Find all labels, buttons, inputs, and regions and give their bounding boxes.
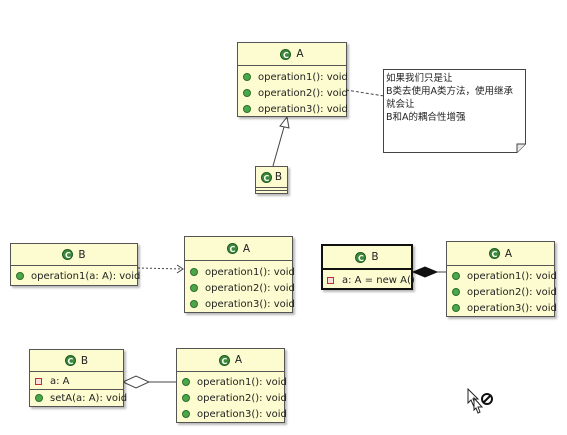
note-line: B和A的耦合性增强 bbox=[386, 112, 466, 123]
field-label: a: A = new A() bbox=[342, 274, 415, 286]
not-allowed-cursor-icon bbox=[467, 388, 493, 414]
public-method-icon bbox=[190, 284, 198, 292]
dependency-arrow bbox=[137, 264, 184, 274]
class-icon: C bbox=[260, 171, 272, 183]
class-name: A bbox=[504, 247, 513, 260]
private-field-icon bbox=[327, 276, 334, 284]
public-method-icon bbox=[243, 105, 251, 113]
class-separator bbox=[30, 389, 123, 390]
method-label: operation1(): void bbox=[467, 270, 557, 282]
method-row[interactable]: operation2(): void bbox=[177, 390, 287, 406]
aggregation-connector bbox=[121, 375, 176, 389]
public-method-icon bbox=[452, 304, 460, 312]
method-row[interactable]: operation1(): void bbox=[447, 268, 557, 284]
method-label: operation3(): void bbox=[205, 298, 295, 310]
method-label: operation1(): void bbox=[197, 376, 287, 388]
note-anchor-line bbox=[345, 89, 385, 97]
public-method-icon bbox=[452, 272, 460, 280]
note-line: 如果我们只是让 bbox=[386, 73, 453, 84]
field-row[interactable]: a: A bbox=[30, 373, 123, 389]
method-label: operation2(): void bbox=[258, 87, 348, 99]
method-label: operation1(a: A): void bbox=[31, 270, 141, 282]
method-label: operation1(): void bbox=[258, 71, 348, 83]
class-icon: C bbox=[62, 249, 74, 260]
class-name: A bbox=[242, 242, 251, 255]
note[interactable]: 如果我们只是让 B类去使用A类方法，使用继承 就会让 B和A的耦合性增强 bbox=[383, 69, 526, 153]
public-method-icon bbox=[182, 378, 190, 386]
public-method-icon bbox=[16, 272, 24, 280]
method-label: setA(a: A): void bbox=[50, 392, 128, 404]
composition-connector bbox=[411, 266, 446, 278]
field-label: a: A bbox=[50, 375, 70, 387]
method-row[interactable]: operation3(): void bbox=[185, 296, 295, 312]
method-row[interactable]: operation2(): void bbox=[185, 280, 295, 296]
public-method-icon bbox=[243, 89, 251, 97]
public-method-icon bbox=[452, 288, 460, 296]
public-method-icon bbox=[243, 73, 251, 81]
method-row[interactable]: operation1(): void bbox=[177, 374, 287, 390]
method-label: operation3(): void bbox=[467, 302, 557, 314]
class-name: A bbox=[234, 354, 243, 366]
method-label: operation3(): void bbox=[258, 103, 348, 115]
class-name: A bbox=[296, 48, 304, 60]
note-line: 就会让 bbox=[386, 99, 415, 110]
method-row[interactable]: setA(a: A): void bbox=[30, 390, 127, 406]
class-icon: C bbox=[280, 48, 292, 60]
public-method-icon bbox=[182, 410, 190, 418]
method-row[interactable]: operation1(): void bbox=[185, 264, 295, 280]
method-label: operation2(): void bbox=[467, 286, 557, 298]
class-separator bbox=[256, 190, 287, 191]
method-row[interactable]: operation3(): void bbox=[447, 300, 557, 316]
class-name: B bbox=[371, 251, 379, 263]
method-row[interactable]: operation2(): void bbox=[238, 85, 348, 101]
method-row[interactable]: operation1(a: A): void bbox=[11, 268, 141, 284]
class-icon: C bbox=[218, 354, 230, 366]
field-row[interactable]: a: A = new A() bbox=[323, 272, 415, 288]
method-row[interactable]: operation1(): void bbox=[238, 69, 348, 85]
method-row[interactable]: operation3(): void bbox=[238, 101, 348, 117]
public-method-icon bbox=[190, 268, 198, 276]
method-label: operation2(): void bbox=[197, 392, 287, 404]
class-icon: C bbox=[355, 251, 367, 263]
inheritance-arrow bbox=[272, 115, 290, 167]
class-name: B bbox=[78, 248, 86, 261]
public-method-icon bbox=[35, 394, 43, 402]
method-row[interactable]: operation3(): void bbox=[177, 406, 287, 422]
method-row[interactable]: operation2(): void bbox=[447, 284, 557, 300]
method-label: operation3(): void bbox=[197, 408, 287, 420]
class-name: B bbox=[80, 354, 89, 367]
public-method-icon bbox=[182, 394, 190, 402]
public-method-icon bbox=[190, 300, 198, 308]
class-icon: C bbox=[488, 248, 500, 259]
class-icon: C bbox=[226, 243, 238, 254]
class-name: B bbox=[274, 171, 283, 183]
note-text: 如果我们只是让 B类去使用A类方法，使用继承 就会让 B和A的耦合性增强 bbox=[386, 72, 524, 124]
note-line: B类去使用A类方法，使用继承 bbox=[386, 86, 514, 97]
private-field-icon bbox=[35, 377, 42, 385]
note-shape bbox=[383, 69, 526, 153]
class-icon: C bbox=[64, 355, 76, 366]
method-label: operation1(): void bbox=[205, 266, 295, 278]
method-label: operation2(): void bbox=[205, 282, 295, 294]
